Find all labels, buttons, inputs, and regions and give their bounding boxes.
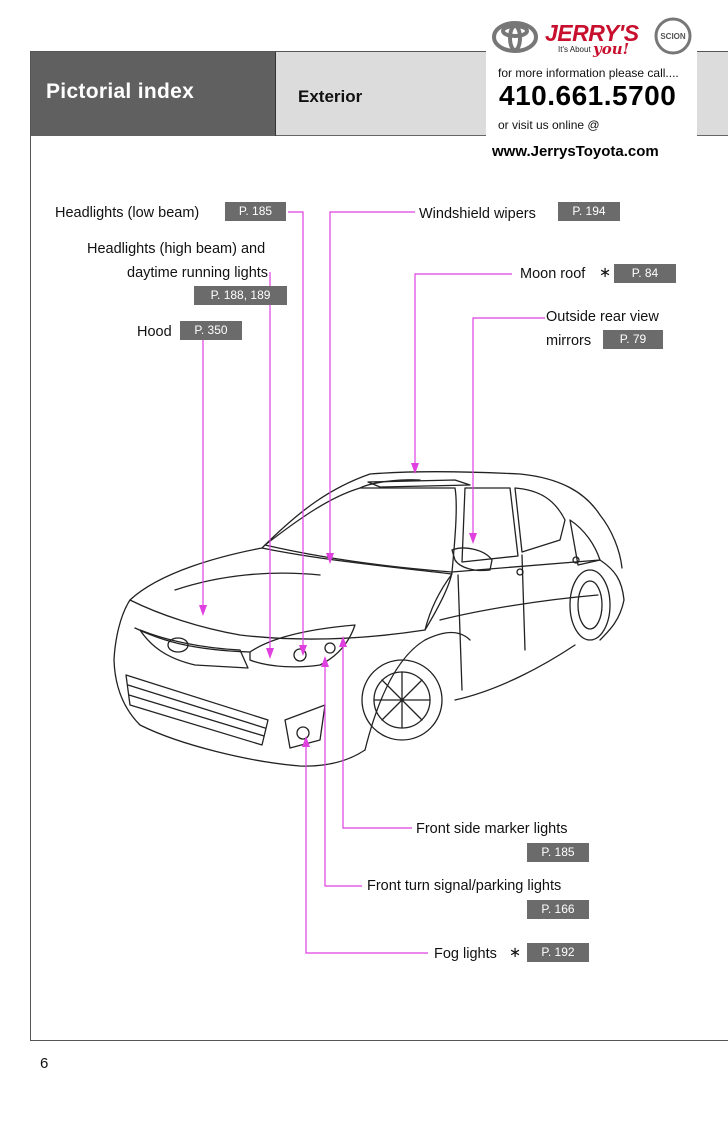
dealer-ad[interactable]: SCION JERRY'S It's About you! for more i… bbox=[486, 12, 697, 180]
leader-headlights-low bbox=[288, 211, 304, 652]
moon-roof-page-ref[interactable]: P. 84 bbox=[614, 264, 676, 283]
toyota-logo bbox=[492, 21, 538, 53]
headlights-low-page-ref[interactable]: P. 185 bbox=[225, 202, 286, 221]
moon-roof-label: Moon roof bbox=[520, 266, 586, 282]
ad-tagline-word: you! bbox=[593, 40, 630, 58]
header-title-block bbox=[31, 52, 275, 136]
scion-logo: SCION bbox=[654, 17, 692, 55]
svg-text:SCION: SCION bbox=[660, 32, 686, 41]
leader-side-marker bbox=[342, 640, 412, 829]
section-title: Exterior bbox=[298, 87, 363, 106]
turn-signal-page-ref[interactable]: P. 166 bbox=[527, 900, 589, 919]
side-marker-page-ref[interactable]: P. 185 bbox=[527, 843, 589, 862]
hood-label: Hood bbox=[137, 324, 172, 340]
car-drawing bbox=[113, 471, 625, 767]
ad-visit-text: or visit us online @ bbox=[498, 118, 600, 132]
ad-tagline-prefix: It's About bbox=[558, 45, 591, 54]
leader-turn-signal bbox=[324, 660, 362, 887]
mirrors-page-ref[interactable]: P. 79 bbox=[603, 330, 663, 349]
ad-logo-row: SCION JERRY'S It's About you! bbox=[486, 16, 697, 62]
headlights-high-label-line1: Headlights (high beam) and bbox=[87, 241, 266, 257]
ad-website-link[interactable]: www.JerrysToyota.com bbox=[492, 143, 659, 160]
windshield-wipers-page-ref[interactable]: P. 194 bbox=[558, 202, 620, 221]
windshield-wipers-label: Windshield wipers bbox=[419, 206, 536, 222]
fog-lights-page-ref[interactable]: P. 192 bbox=[527, 943, 589, 962]
ad-phone[interactable]: 410.661.5700 bbox=[499, 80, 677, 111]
moon-roof-mark: ∗ bbox=[599, 265, 612, 281]
ad-brand: JERRY'S bbox=[545, 20, 639, 46]
headlights-high-label-line2: daytime running lights bbox=[127, 265, 269, 281]
mirrors-label-line1: Outside rear view bbox=[546, 309, 659, 325]
headlights-high-page-ref[interactable]: P. 188, 189 bbox=[194, 286, 287, 305]
mirrors-label-line2: mirrors bbox=[546, 333, 592, 349]
page-number: 6 bbox=[40, 1055, 49, 1072]
ad-call-text: for more information please call.... bbox=[498, 66, 679, 80]
leader-fog-lights bbox=[305, 740, 428, 954]
headlights-low-label: Headlights (low beam) bbox=[55, 205, 200, 221]
leader-windshield-wipers bbox=[329, 211, 415, 560]
header-divider bbox=[275, 52, 276, 136]
leader-arrows bbox=[199, 463, 477, 747]
page-frame bbox=[30, 51, 728, 1041]
leader-lines bbox=[202, 211, 545, 954]
turn-signal-label: Front turn signal/parking lights bbox=[367, 878, 562, 894]
fog-lights-label: Fog lights bbox=[434, 946, 497, 962]
leader-moon-roof bbox=[414, 273, 512, 470]
side-marker-label: Front side marker lights bbox=[416, 821, 568, 837]
ad-logos: SCION bbox=[492, 17, 692, 55]
fog-lights-mark: ∗ bbox=[509, 945, 522, 961]
hood-page-ref[interactable]: P. 350 bbox=[180, 321, 242, 340]
leader-mirrors bbox=[472, 317, 545, 540]
page-title: Pictorial index bbox=[46, 80, 195, 103]
